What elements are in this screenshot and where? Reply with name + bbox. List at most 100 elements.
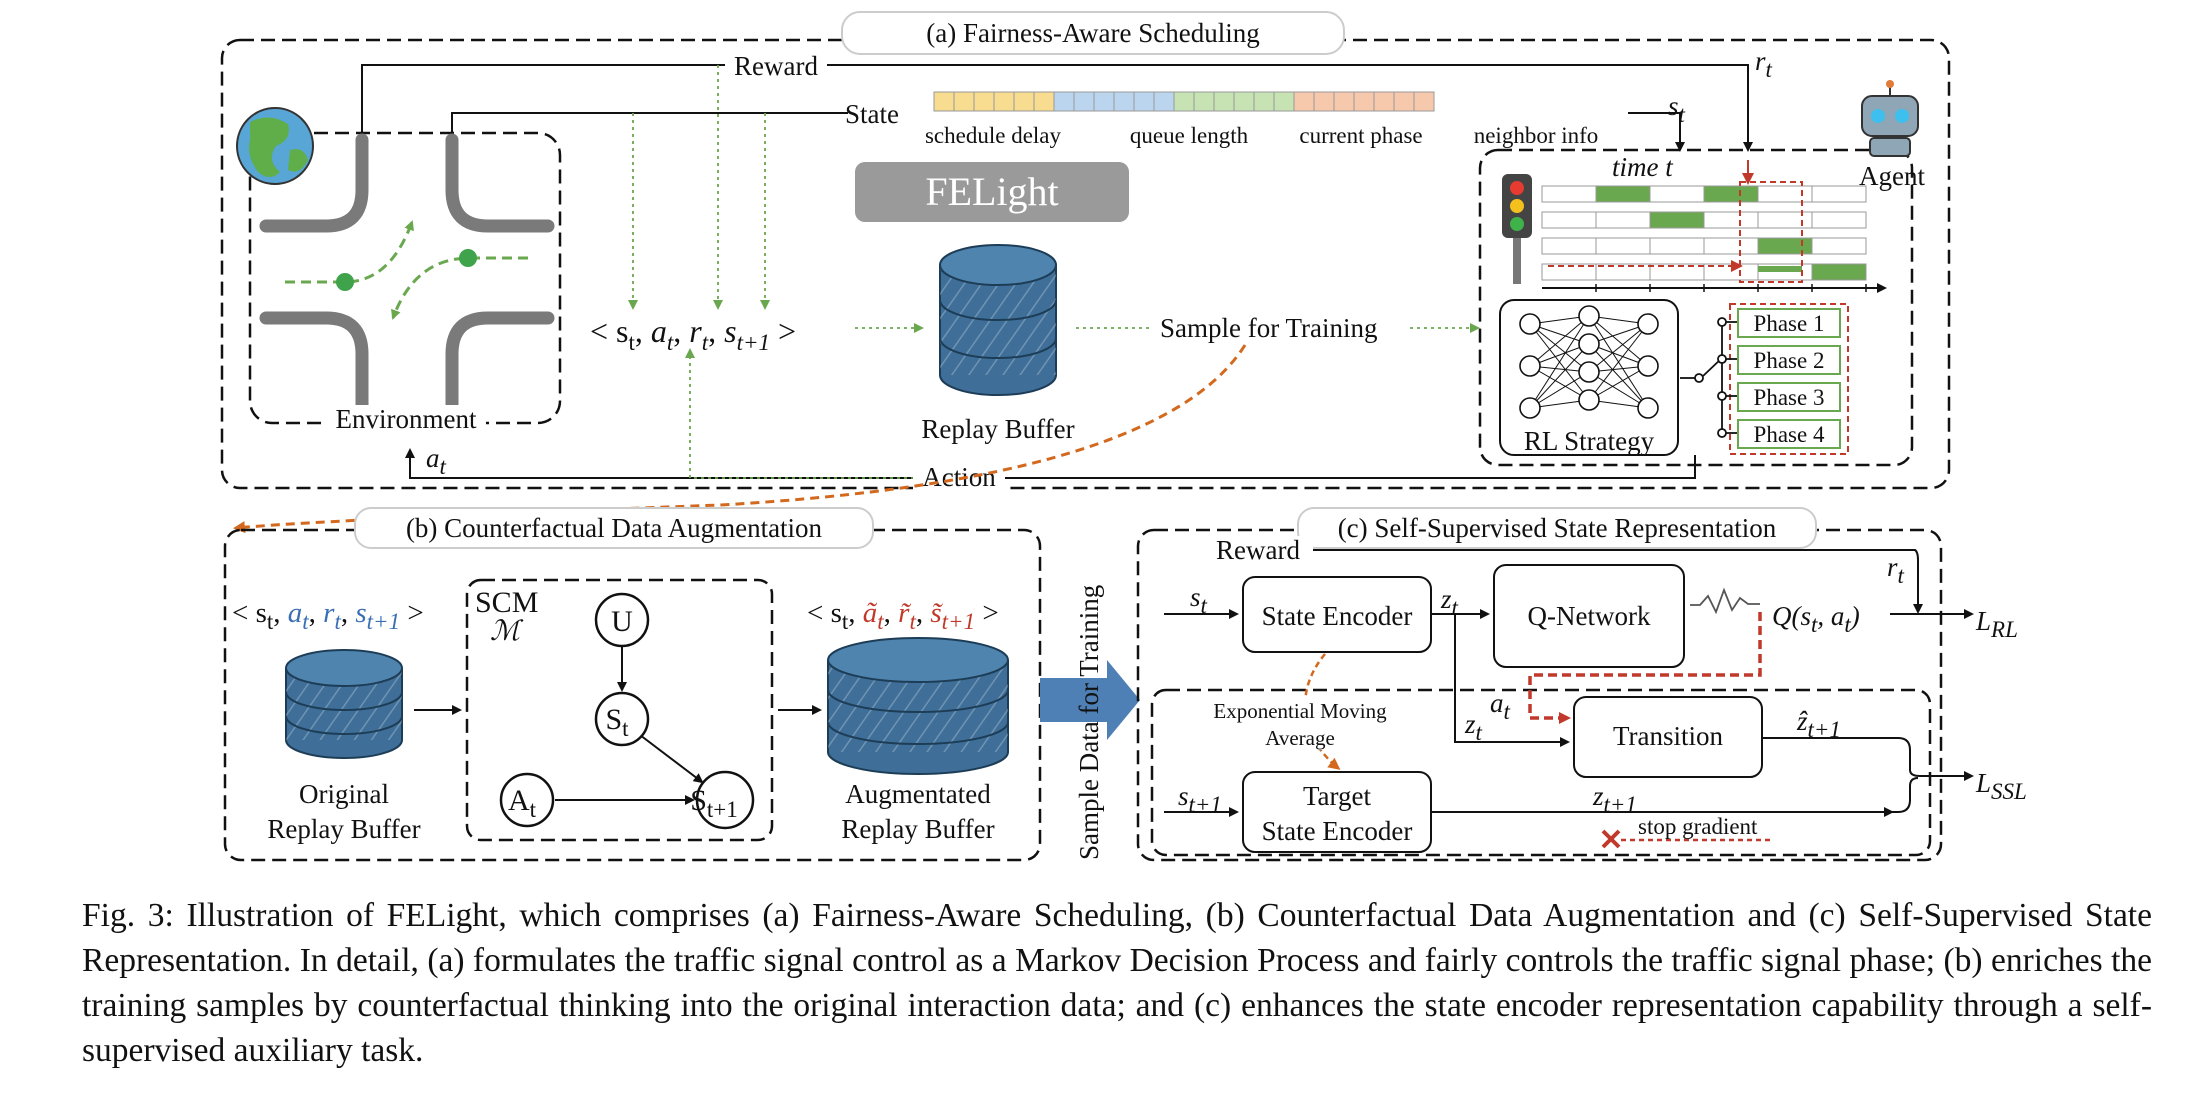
nn-edge (1588, 323, 1649, 373)
nn-node (1519, 355, 1541, 377)
c-reward-line (1205, 549, 1923, 614)
timeline-cell (1757, 211, 1813, 229)
sampling-curve (233, 344, 1247, 534)
reward-label: Reward (734, 51, 818, 81)
scm-label: SCM (475, 586, 538, 619)
state-cell (973, 91, 995, 112)
timeline-cell (1541, 185, 1597, 203)
ema-label-2: Average (1265, 726, 1335, 750)
state-line (451, 112, 1685, 310)
nn-node (1578, 333, 1600, 355)
r-t-label: rt (1755, 46, 1773, 82)
z-hat-line (1762, 737, 1974, 781)
phase-4-label: Phase 4 (1754, 422, 1825, 447)
robot-icon (1861, 80, 1919, 157)
q-output-wave (1690, 587, 1760, 615)
state-cell (993, 91, 1015, 112)
phase-3-label: Phase 3 (1754, 385, 1825, 410)
node-a-label: At (508, 784, 537, 822)
environment-label: Environment (336, 404, 477, 434)
action-label: Action (922, 462, 996, 492)
state-cell (1073, 91, 1095, 112)
panel-c-title: (c) Self-Supervised State Representation (1338, 513, 1777, 543)
scm-box (465, 578, 774, 842)
state-cell (1053, 91, 1075, 112)
replay-buffer-icon (939, 244, 1057, 396)
timeline-cell (1758, 266, 1802, 272)
phase-timeline (1541, 185, 1867, 292)
agent-label: Agent (1859, 161, 1925, 191)
nn-edge (1588, 365, 1649, 401)
q-network-box (1493, 564, 1685, 668)
state-encoder-label: State Encoder (1262, 601, 1413, 631)
replay-buffer-label: Replay Buffer (921, 414, 1074, 444)
state-cell (1233, 91, 1255, 112)
vehicle-dot (336, 273, 354, 291)
state-cell (1333, 91, 1355, 112)
z-t1-line (1431, 777, 1919, 813)
intersection-flow-arrows (285, 220, 528, 320)
phase-selection-frame (1729, 303, 1849, 455)
c-z-t-2: zt (1464, 709, 1483, 745)
timeline-cell (1649, 237, 1705, 255)
augmented-buffer-icon (827, 637, 1009, 775)
neural-network-icon (1519, 305, 1659, 419)
node-s-next-label: St+1 (690, 784, 738, 822)
environment-box (248, 131, 562, 425)
state-cell (1293, 91, 1315, 112)
timeline-cell (1811, 185, 1867, 203)
state-cell (933, 91, 955, 112)
panel-b-title: (b) Counterfactual Data Augmentation (406, 513, 823, 543)
state-cell (1093, 91, 1115, 112)
timeline-cell (1649, 185, 1705, 203)
state-cell (1193, 91, 1215, 112)
transition-tuple: < st, at, rt, st+1 > (590, 313, 796, 355)
scm-m-label: ℳ (490, 616, 524, 647)
timeline-cell (1595, 237, 1651, 255)
nn-node (1637, 397, 1659, 419)
nn-node (1578, 361, 1600, 383)
ema-label-1: Exponential Moving (1213, 699, 1387, 723)
felight-label: FELight (925, 169, 1058, 214)
rl-strategy-label: RL Strategy (1524, 426, 1655, 456)
sample-data-label: Sample Data for Training (1074, 585, 1104, 860)
state-cell (1173, 91, 1195, 112)
state-cell (1413, 91, 1435, 112)
vehicle-dot (459, 249, 477, 267)
agent-box (1478, 148, 1914, 467)
augmented-buffer-label-2: Replay Buffer (841, 814, 994, 844)
node-s (594, 691, 650, 747)
augmented-buffer-label-1: Augmentated (845, 779, 991, 809)
original-buffer-icon (285, 649, 403, 759)
c-reward-label: Reward (1216, 535, 1300, 565)
state-cell (1153, 91, 1175, 112)
timeline-cell (1595, 185, 1651, 203)
phase-list: Phase 1 Phase 2 Phase 3 Phase 4 (1717, 308, 1841, 449)
globe-icon (236, 107, 314, 185)
nn-edge (1529, 315, 1590, 367)
original-buffer-label-2: Replay Buffer (267, 814, 420, 844)
nn-node (1578, 305, 1600, 327)
state-cell (1113, 91, 1135, 112)
felight-badge (855, 162, 1129, 222)
state-seg-label-1: schedule delay (925, 123, 1062, 148)
stop-cross-icon (1601, 829, 1621, 849)
timeline-cell (1757, 237, 1813, 255)
augmented-tuple: < st, ãt, r̃t, s̃t+1 > (807, 597, 999, 634)
state-cell (1133, 91, 1155, 112)
c-z-hat: ẑt+1 (1796, 706, 1841, 742)
scm-graph (555, 646, 704, 805)
timeline-cell (1595, 211, 1651, 229)
panel-b-title-box (354, 507, 874, 549)
timeline-cell (1541, 211, 1597, 229)
state-label: State (845, 99, 899, 129)
c-a-t: at (1490, 688, 1511, 724)
state-vector-bar (933, 91, 1435, 112)
original-tuple: < st, at, rt, st+1 > (232, 597, 424, 634)
nn-edge (1588, 371, 1649, 409)
state-cell (953, 91, 975, 112)
state-seg-label-2: queue length (1130, 123, 1249, 148)
figure-caption: Fig. 3: Illustration of FELight, which c… (82, 897, 2152, 1069)
node-s-label: St (605, 703, 629, 741)
timeline-cell (1703, 185, 1759, 203)
